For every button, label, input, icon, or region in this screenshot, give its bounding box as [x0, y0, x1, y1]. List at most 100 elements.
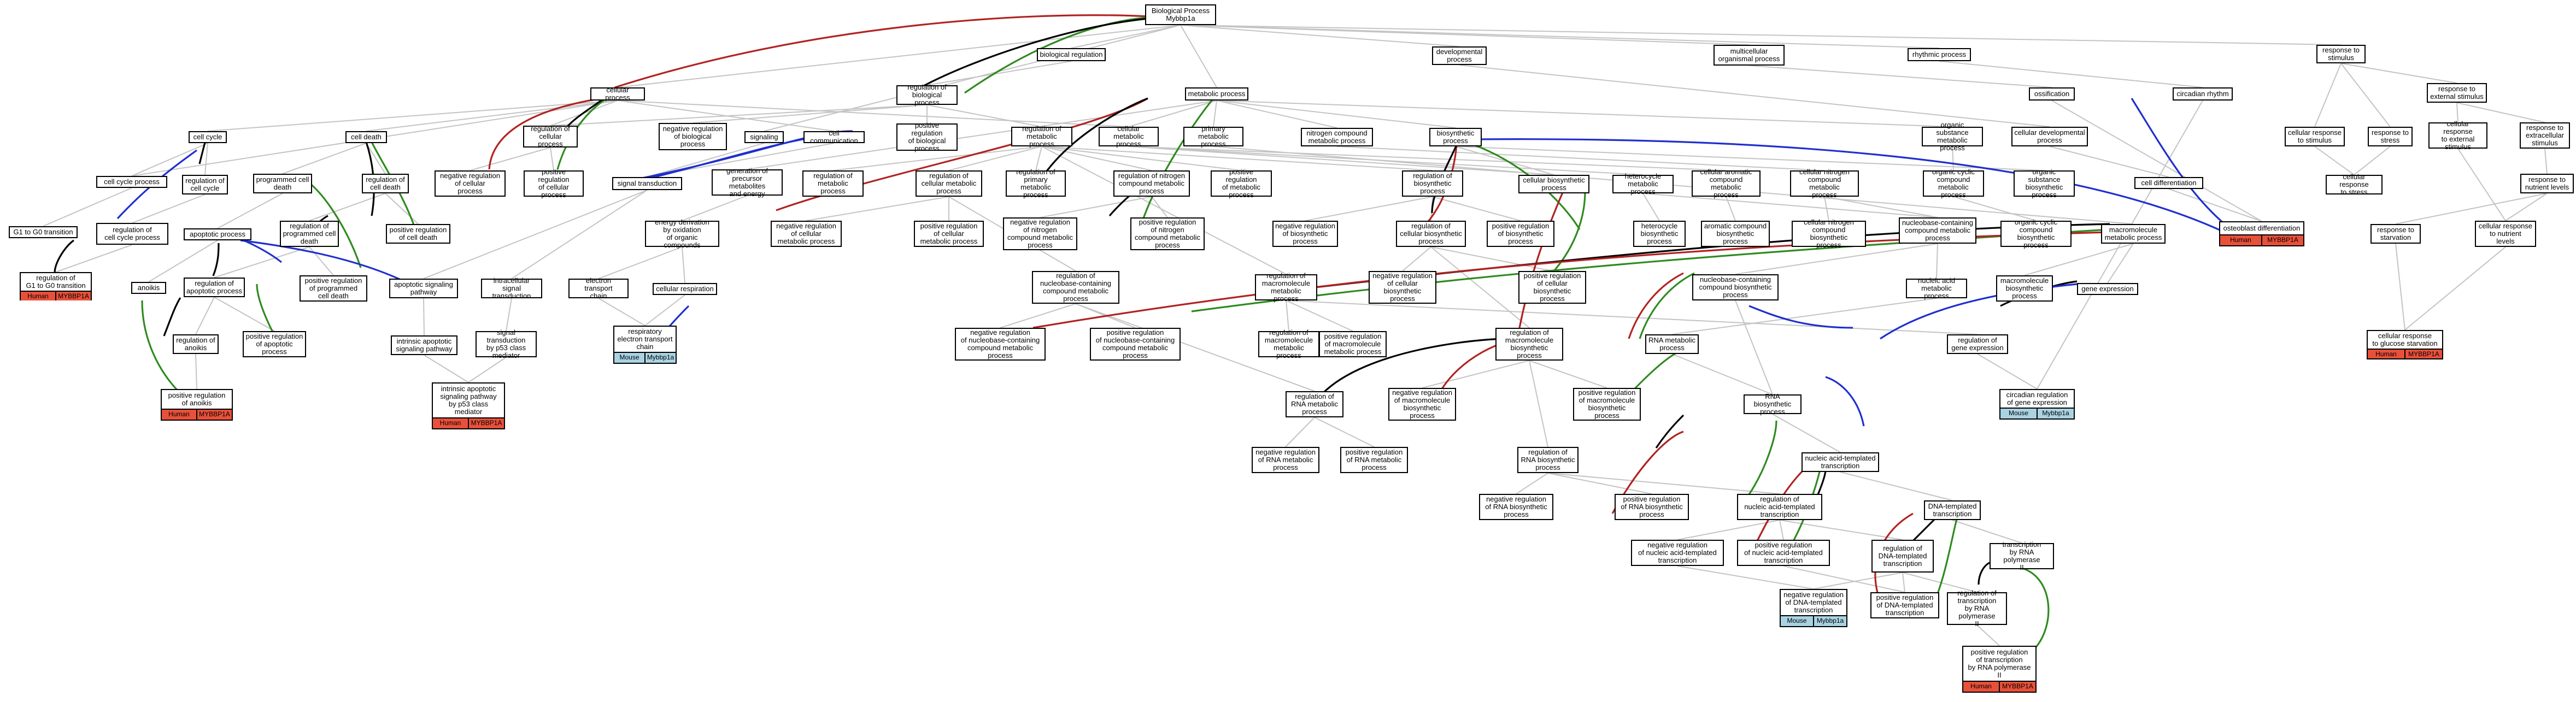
go-term-macro-biosyn[interactable]: macromolecule biosynthetic process — [1996, 275, 2053, 302]
go-term-reg-macro-metab2[interactable]: regulation of macromolecule metabolic pr… — [1258, 329, 1319, 359]
go-term-neg-reg-bp[interactable]: negative regulation of biological proces… — [659, 123, 727, 150]
go-term-heterocycle-biosyn[interactable]: heterocycle biosynthetic process — [1633, 221, 1686, 247]
go-term-neg-reg-rna-metab[interactable]: negative regulation of RNA metabolic pro… — [1252, 447, 1319, 473]
go-term-cell-cycle[interactable]: cell cycle — [189, 131, 227, 143]
go-term-resp-stim[interactable]: response to stimulus — [2316, 45, 2366, 63]
go-term-neg-reg-nucleic-templ[interactable]: negative regulation of nucleic acid-temp… — [1631, 540, 1724, 566]
go-term-resp-nutr[interactable]: response to nutrient levels — [2520, 174, 2574, 193]
go-term-sig-trans[interactable]: signal transduction — [612, 177, 682, 190]
go-term-reg-macro-metab[interactable]: regulation of macromolecule metabolic pr… — [1255, 272, 1317, 303]
go-term-cell-resp-stim[interactable]: cellular response to stimulus — [2285, 127, 2345, 146]
go-term-pos-reg-cell-biosyn[interactable]: positive regulation of cellular biosynth… — [1518, 271, 1586, 304]
go-term-reg-cell-biosyn[interactable]: regulation of cellular biosynthetic proc… — [1396, 221, 1466, 247]
go-term-reg-cell-cycle-proc[interactable]: regulation of cell cycle process — [96, 223, 168, 245]
go-term-cell-resp-nutr[interactable]: cellular response to nutrient levels — [2475, 221, 2536, 247]
go-term-resp-extra[interactable]: response to extracellular stimulus — [2520, 122, 2570, 149]
go-term-arom-metab[interactable]: cellular aromatic compound metabolic pro… — [1692, 168, 1761, 199]
go-term-g1-g0[interactable]: G1 to G0 transition — [9, 226, 78, 238]
go-term-reg-dna-templ[interactable]: regulation of DNA-templated transcriptio… — [1871, 540, 1934, 573]
go-term-pos-reg-nucleobase[interactable]: positive regulation of nucleobase-contai… — [1090, 328, 1181, 361]
go-term-dev[interactable]: developmental process — [1432, 46, 1487, 65]
go-term-nucleic-templ[interactable]: nucleic acid-templated transcription — [1802, 452, 1879, 472]
go-term-cell-comm[interactable]: cell communication — [803, 129, 865, 145]
go-term-ossif[interactable]: ossification — [2029, 87, 2075, 101]
go-term-pos-reg-trans-pol2[interactable]: positive regulation of transcription by … — [1962, 646, 2037, 693]
go-term-neg-reg-nitro[interactable]: negative regulation of nitrogen compound… — [1003, 217, 1077, 250]
go-term-cell-resp-ext[interactable]: cellular response to external stimulus — [2428, 120, 2487, 151]
go-term-pos-reg-nucleic-templ[interactable]: positive regulation of nucleic acid-temp… — [1737, 540, 1830, 566]
go-term-reg-anoikis[interactable]: regulation of anoikis — [173, 334, 219, 354]
go-term-resp-starv[interactable]: response to starvation — [2370, 224, 2421, 244]
go-term-circ[interactable]: circadian rhythm — [2173, 87, 2233, 101]
go-term-bp[interactable]: Biological Process Myb­bp1a — [1145, 4, 1216, 25]
go-term-reg-cell-cycle[interactable]: regulation of cell cycle — [182, 175, 228, 194]
go-term-signaling[interactable]: signaling — [744, 131, 784, 143]
go-term-neg-reg-cell-metab[interactable]: negative regulation of cellular metaboli… — [771, 221, 842, 247]
go-term-org-cyclic-biosyn[interactable]: organic cyclic compound biosynthetic pro… — [2000, 219, 2072, 249]
go-term-cell-nitro-metab[interactable]: cellular nitrogen compound metabolic pro… — [1790, 168, 1859, 199]
go-term-reg-cell-death[interactable]: regulation of cell death — [362, 174, 409, 193]
go-term-nucleobase-metab[interactable]: nucleobase-containing compound metabolic… — [1899, 217, 1976, 244]
go-term-reg-cell-metab[interactable]: regulation of cellular metabolic process — [916, 170, 982, 197]
go-term-pos-reg-biosyn[interactable]: positive regulation of biosynthetic proc… — [1487, 221, 1554, 247]
go-term-anoikis[interactable]: anoikis — [131, 282, 166, 294]
go-term-intrinsic-apop[interactable]: intrinsic apoptotic signaling pathway — [391, 335, 457, 355]
go-term-org-sub-metab[interactable]: organic substance metabolic process — [1922, 121, 1983, 152]
go-term-pos-reg-cell-metab[interactable]: positive regulation of cellular metaboli… — [914, 221, 984, 247]
go-term-metab[interactable]: metabolic process — [1185, 87, 1248, 101]
go-term-neg-reg-biosyn[interactable]: negative regulation of biosynthetic proc… — [1272, 221, 1338, 247]
go-term-reg-bp[interactable]: regulation of biological process — [896, 84, 958, 107]
go-term-nucleic-metab[interactable]: nucleic acid metabolic process — [1906, 277, 1967, 300]
go-term-org-cyclic-metab[interactable]: organic cyclic compound metabolic proces… — [1923, 168, 1984, 199]
go-term-dna-templ[interactable]: DNA-templated transcription — [1924, 500, 1981, 520]
go-term-rna-biosyn[interactable]: RNA biosynthetic process — [1744, 393, 1802, 416]
go-term-pos-reg-apop[interactable]: positive regulation of apoptotic process — [243, 331, 306, 357]
go-term-intra-sig[interactable]: intracellular signal transduction — [481, 277, 542, 300]
go-term-reg-biosyn[interactable]: regulation of biosynthetic process — [1402, 170, 1463, 197]
go-term-neg-reg-cell-biosyn[interactable]: negative regulation of cellular biosynth… — [1369, 271, 1436, 304]
go-term-rna-metab[interactable]: RNA metabolic process — [1645, 334, 1699, 354]
go-term-biosyn[interactable]: biosynthetic process — [1429, 128, 1482, 146]
go-term-cell-proc[interactable]: cellular process — [590, 86, 645, 102]
go-term-pos-reg-macro-biosyn[interactable]: positive regulation of macromolecule bio… — [1573, 388, 1641, 421]
go-term-reg-trans-pol2[interactable]: regulation of transcription by RNA polym… — [1947, 589, 2007, 628]
go-term-cell-diff[interactable]: cell differentiation — [2134, 177, 2203, 189]
go-term-neg-reg-macro-biosyn[interactable]: negative regulation of macromolecule bio… — [1388, 388, 1456, 421]
go-term-reg-rna-metab[interactable]: regulation of RNA metabolic process — [1286, 391, 1343, 417]
go-term-cell-dev[interactable]: cellular developmental process — [2011, 127, 2088, 146]
go-term-cell-death[interactable]: cell death — [345, 131, 387, 143]
go-term-apoptotic[interactable]: apoptotic process — [184, 228, 251, 240]
go-term-reg-prog-death[interactable]: regulation of programmed cell death — [280, 221, 339, 247]
go-term-cell-nitro-biosyn[interactable]: cellular nitrogen compound biosynthetic … — [1792, 219, 1866, 249]
go-term-pos-reg-rna-metab[interactable]: positive regulation of RNA metabolic pro… — [1340, 447, 1408, 473]
go-term-reg-metab[interactable]: regulation of metabolic process — [1011, 125, 1072, 148]
go-term-resp-ext[interactable]: response to external stimulus — [2427, 83, 2487, 103]
go-term-macro-metab[interactable]: macromolecule metabolic process — [2101, 224, 2166, 244]
go-term-nitro-metab[interactable]: nitrogen compound metabolic process — [1301, 128, 1373, 146]
go-term-cell-resp[interactable]: cellular respiration — [653, 283, 717, 295]
go-term-pos-reg-rna-biosyn[interactable]: positive regulation of RNA biosynthetic … — [1615, 494, 1689, 520]
go-term-heterocycle-metab[interactable]: heterocycle metabolic process — [1612, 173, 1674, 196]
go-term-cell-metab[interactable]: cellular metabolic process — [1099, 125, 1159, 148]
go-term-cell-cycle-proc[interactable]: cell cycle process — [96, 176, 167, 188]
go-term-reg-nucleobase[interactable]: regulation of nucleobase-containing comp… — [1032, 271, 1119, 304]
go-term-multi[interactable]: multicellular organismal process — [1714, 45, 1785, 66]
go-term-etc[interactable]: electron transport chain — [568, 277, 629, 300]
go-term-pos-reg-nitro[interactable]: positive regulation of nitrogen compound… — [1130, 217, 1205, 250]
go-term-reg-macro-biosyn[interactable]: regulation of macromolecule biosynthetic… — [1495, 328, 1563, 361]
go-term-reg-nitro[interactable]: regulation of nitrogen compound metaboli… — [1113, 170, 1190, 197]
go-term-reg-prim-metab[interactable]: regulation of primary metabolic process — [1006, 168, 1066, 199]
go-term-gene-expr[interactable]: gene expression — [2077, 283, 2138, 295]
go-term-prim-metab[interactable]: primary metabolic process — [1183, 125, 1243, 148]
go-term-reg-rna-biosyn[interactable]: regulation of RNA biosynthetic process — [1517, 447, 1579, 473]
go-term-org-sub-biosyn[interactable]: organic substance biosynthetic process — [2014, 168, 2075, 199]
go-term-neg-reg-cell-proc[interactable]: negative regulation of cellular process — [435, 170, 506, 197]
go-term-p53-sig[interactable]: signal transduction by p53 class mediato… — [476, 329, 537, 359]
go-term-reg-gene-expr[interactable]: regulation of gene expression — [1947, 334, 2008, 354]
go-term-nucleobase-biosyn[interactable]: nucleobase-containing compound biosynthe… — [1692, 274, 1779, 300]
go-term-reg-metab2[interactable]: regulation of metabolic process — [802, 170, 864, 197]
go-term-neg-reg-nucleobase[interactable]: negative regulation of nucleobase-contai… — [955, 328, 1046, 361]
go-term-apop-sig[interactable]: apoptotic signaling pathway — [389, 279, 458, 298]
